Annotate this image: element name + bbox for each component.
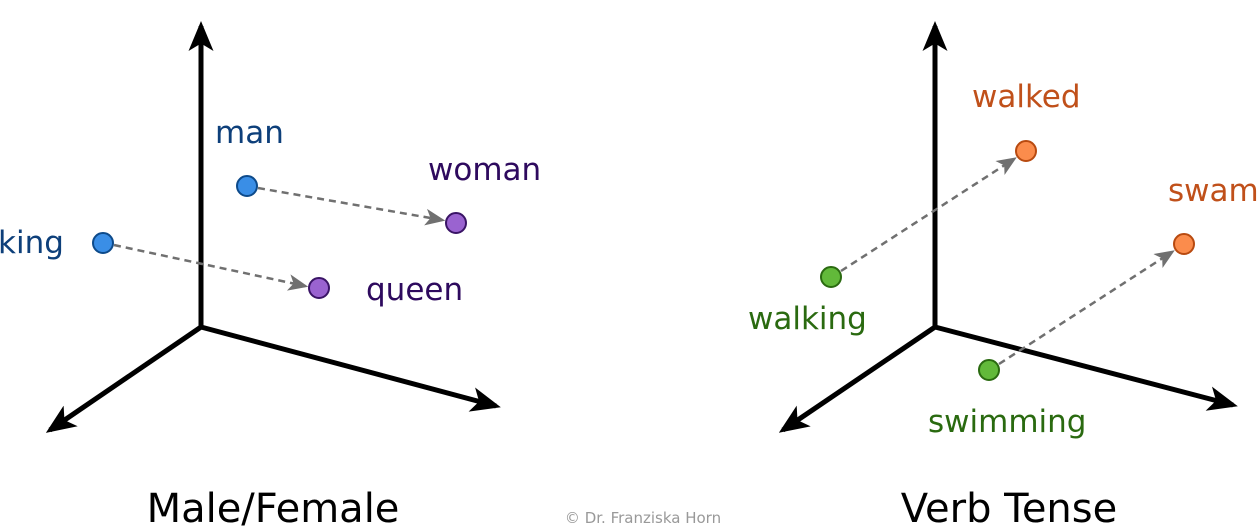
walking-point <box>820 266 842 288</box>
swimming-swam-vector <box>998 250 1175 366</box>
man-woman-vector <box>257 186 446 226</box>
king-label: king <box>0 225 64 261</box>
z-axis-arrow <box>778 324 937 433</box>
panel-title: Verb Tense <box>901 486 1117 531</box>
copyright-notice: © Dr. Franziska Horn <box>565 509 721 527</box>
king-point <box>92 232 114 254</box>
woman-point <box>445 212 467 234</box>
queen-label: queen <box>366 272 463 308</box>
walking-walked-vector <box>840 157 1017 273</box>
swimming-point <box>978 359 1000 381</box>
woman-label: woman <box>428 152 541 188</box>
king-queen-vector <box>113 243 309 291</box>
walking-label: walking <box>748 301 867 337</box>
swimming-label: swimming <box>928 404 1086 440</box>
man-label: man <box>215 115 284 151</box>
swam-point <box>1173 233 1195 255</box>
z-axis-arrow <box>45 324 203 433</box>
panel-title: Male/Female <box>147 486 400 531</box>
male-female-panel: man king woman queen Male/Female <box>0 21 541 531</box>
x-axis-arrow <box>934 324 1238 411</box>
x-axis-arrow <box>200 324 501 412</box>
swam-label: swam <box>1168 173 1259 209</box>
verb-tense-panel: walked swam walking swimming Verb Tense <box>748 21 1259 531</box>
walked-label: walked <box>972 79 1081 115</box>
queen-point <box>308 277 330 299</box>
man-point <box>236 175 258 197</box>
walked-point <box>1015 140 1037 162</box>
